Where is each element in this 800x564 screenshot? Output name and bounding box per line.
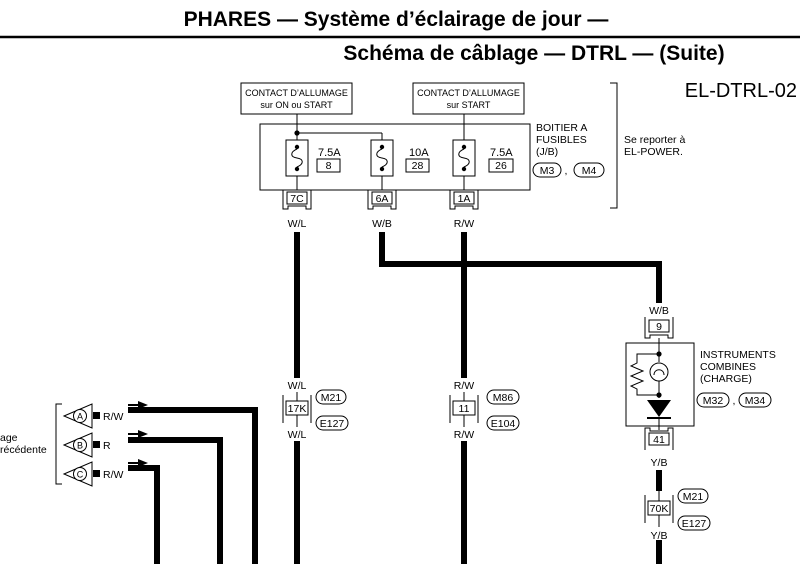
meter-wire-out: Y/B (651, 457, 668, 469)
continuation-text-1: age (0, 432, 18, 444)
terminal-7c-label: 7C (290, 193, 304, 205)
meter-label-1: INSTRUMENTS (700, 349, 776, 361)
title-line-1: PHARES — Système d’éclairage de jour — (184, 8, 609, 31)
fuse-8-rating: 7.5A (318, 147, 341, 159)
terminal-1a: 1A R/W (449, 190, 479, 230)
ref-c-letter: C (77, 470, 84, 480)
charge-lamp-icon (649, 362, 669, 382)
joint-70k-conn-top: M21 (683, 491, 704, 503)
connector-separator: , (565, 165, 568, 177)
joint-11-id: 11 (459, 403, 470, 415)
terminal-1a-label: 1A (458, 193, 471, 205)
meter-connector-separator: , (733, 395, 736, 407)
fuse-28-number: 28 (412, 160, 424, 172)
ref-b-wire: R (103, 440, 111, 452)
page-code: EL-DTRL-02 (685, 80, 797, 102)
fuse-8-number: 8 (326, 160, 332, 172)
meter-pin-top: 9 (656, 321, 662, 333)
terminal-6a: 6A W/B (367, 190, 397, 230)
joint-70k: 70K Y/B M21 E127 (644, 488, 711, 542)
continuation-refs: age récédente A R/W B R C R/W (0, 401, 148, 487)
fuse-block: 7.5A 8 10A 28 7.5A 26 BOITIER A (259, 82, 685, 209)
continuation-text-2: récédente (0, 444, 47, 456)
ignition-2-line-2: sur START (447, 100, 491, 110)
meter-connector-m32: M32 (703, 395, 724, 407)
ref-a-letter: A (77, 412, 83, 422)
joint-11-wire-in: R/W (454, 380, 475, 392)
joint-17k-wire-in: W/L (288, 380, 307, 392)
connector-m3: M3 (540, 165, 555, 177)
joint-17k-id: 17K (288, 403, 307, 415)
meter-connector-m34: M34 (745, 395, 766, 407)
joint-17k-conn-bottom: E127 (320, 418, 345, 430)
wire-ref-b (128, 437, 223, 564)
joint-17k-wire-out: W/L (288, 429, 307, 441)
ignition-1-line-1: CONTACT D’ALLUMAGE (245, 88, 348, 98)
fuse-26-rating: 7.5A (490, 147, 513, 159)
diode-icon (647, 400, 671, 417)
ref-a-wire: R/W (103, 411, 124, 423)
connector-m4-oval (573, 162, 605, 178)
fuse-block-label-2: FUSIBLES (536, 134, 587, 146)
joint-11-conn-bottom: E104 (491, 418, 516, 430)
reference-line-2: EL-POWER. (624, 146, 683, 158)
joint-11: R/W 11 R/W M86 E104 (449, 380, 520, 441)
fuse-8: 7.5A 8 (285, 139, 341, 190)
joint-70k-conn-bottom: E127 (682, 518, 707, 530)
wire-wb-label-top: W/B (372, 218, 392, 230)
joint-17k-conn-top: M21 (321, 392, 342, 404)
ignition-switch-on-start: CONTACT D’ALLUMAGE sur ON ou START (240, 82, 353, 115)
reference-line-1: Se reporter à (624, 134, 685, 146)
title-line-2: Schéma de câblage — DTRL — (Suite) (343, 42, 724, 65)
ignition-switch-start: CONTACT D’ALLUMAGE sur START (412, 82, 525, 115)
terminal-7c: 7C W/L (282, 190, 312, 230)
ref-c-wire: R/W (103, 469, 124, 481)
ref-b-letter: B (77, 441, 83, 451)
meter-wire-in: W/B (649, 305, 669, 317)
fuse-26: 7.5A 26 (452, 139, 514, 190)
terminal-6a-label: 6A (376, 193, 389, 205)
ignition-1-line-2: sur ON ou START (260, 100, 333, 110)
reference-bracket (610, 82, 618, 209)
wire-wb (379, 232, 662, 303)
fuse-block-label-1: BOITIER A (536, 122, 587, 134)
wire-wl-label-top: W/L (288, 218, 307, 230)
connector-m3-oval (532, 162, 562, 178)
wire-ref-a (128, 407, 258, 564)
fuse-26-number: 26 (495, 160, 507, 172)
joint-70k-wire-out: Y/B (651, 530, 668, 542)
wires (128, 232, 662, 564)
combination-meter: W/B 9 41 Y/B INSTRUMENTS COMBINES (CHARG… (625, 305, 776, 469)
joint-70k-id: 70K (650, 503, 669, 515)
fuse-28: 10A 28 (370, 139, 430, 190)
fuse-block-label-3: (J/B) (536, 146, 558, 158)
fuse-28-rating: 10A (409, 147, 429, 159)
wire-ref-c (128, 465, 160, 564)
connector-m4: M4 (582, 165, 597, 177)
ignition-2-line-1: CONTACT D’ALLUMAGE (417, 88, 520, 98)
wire-rw-label-top: R/W (454, 218, 475, 230)
meter-label-2: COMBINES (700, 361, 756, 373)
meter-label-3: (CHARGE) (700, 373, 752, 385)
joint-11-wire-out: R/W (454, 429, 475, 441)
joint-17k: W/L 17K W/L M21 E127 (282, 380, 349, 441)
meter-pin-bottom: 41 (653, 434, 665, 446)
joint-11-conn-top: M86 (493, 392, 514, 404)
